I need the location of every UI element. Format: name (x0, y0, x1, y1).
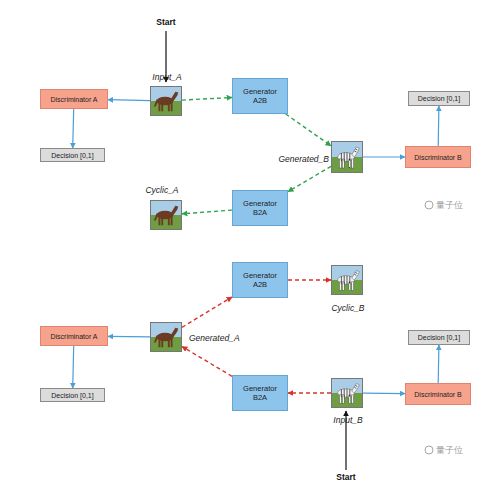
generator-box: Generator A2B (232, 262, 288, 298)
image-caption: Cyclic_B (320, 303, 376, 313)
decision-box: Decision [0,1] (408, 330, 470, 345)
discriminator-connector (108, 100, 150, 101)
decision-box: Decision [0,1] (40, 388, 105, 402)
generator-box: Generator A2B (232, 78, 288, 114)
image-node: Cyclic_A (150, 200, 182, 230)
watermark-logo (425, 201, 433, 454)
cycle-connector (288, 279, 331, 280)
decision-box: Decision [0,1] (408, 91, 470, 106)
box-label: Discriminator A (50, 96, 97, 103)
watermark: 量子位 (436, 444, 476, 457)
cycle-connector (182, 210, 232, 214)
discriminator-connector (73, 109, 74, 148)
box-label: Decision [0,1] (418, 95, 460, 102)
watermark: 量子位 (436, 199, 476, 212)
cycle-connector (182, 98, 232, 101)
image-caption: Cyclic_A (137, 185, 187, 195)
image-caption: Generated_A (189, 333, 249, 343)
box-label: Generator A2B (239, 87, 281, 106)
cycle-connector (288, 166, 331, 191)
cycle-connector (182, 347, 232, 377)
discriminator-connector (363, 393, 405, 395)
box-label: Decision [0,1] (51, 392, 93, 399)
discriminator-box: Discriminator B (405, 146, 471, 168)
horse-picture (151, 323, 181, 351)
box-label: Discriminator B (414, 154, 461, 161)
discriminator-connector (73, 346, 74, 388)
horse-picture (151, 201, 181, 229)
cycle-connector (286, 114, 331, 146)
cycle-connector (182, 297, 232, 327)
discriminator-connector (363, 156, 405, 157)
discriminator-box: Discriminator B (405, 383, 471, 405)
horse-picture (151, 87, 181, 115)
image-caption: Generated_B (276, 154, 329, 164)
box-label: Generator B2A (239, 199, 281, 218)
box-label: Generator B2A (239, 384, 281, 403)
start-label: Start (146, 17, 186, 27)
discriminator-connector (108, 336, 150, 338)
box-label: Discriminator A (50, 333, 97, 340)
discriminator-box: Discriminator A (40, 326, 108, 346)
image-node: Cyclic_B (331, 265, 363, 295)
image-caption: Input_B (320, 415, 376, 425)
box-label: Generator A2B (239, 271, 281, 290)
image-node: Generated_B (331, 141, 363, 173)
image-node: Generated_A (150, 322, 182, 352)
generator-box: Generator B2A (232, 190, 288, 226)
zebra-picture (332, 142, 362, 172)
zebra-picture (332, 379, 362, 407)
image-node: Input_B (331, 378, 363, 408)
box-label: Decision [0,1] (418, 334, 460, 341)
image-caption: Input_A (139, 72, 195, 82)
box-label: Discriminator B (414, 391, 461, 398)
generator-box: Generator B2A (232, 375, 288, 411)
start-label: Start (326, 472, 366, 482)
discriminator-connector (438, 106, 440, 146)
discriminator-connector (438, 345, 440, 383)
image-node: Input_A (150, 86, 182, 116)
cycle-connector (288, 392, 331, 393)
decision-box: Decision [0,1] (40, 148, 105, 162)
box-label: Decision [0,1] (51, 152, 93, 159)
zebra-picture (332, 266, 362, 294)
discriminator-box: Discriminator A (40, 89, 108, 109)
